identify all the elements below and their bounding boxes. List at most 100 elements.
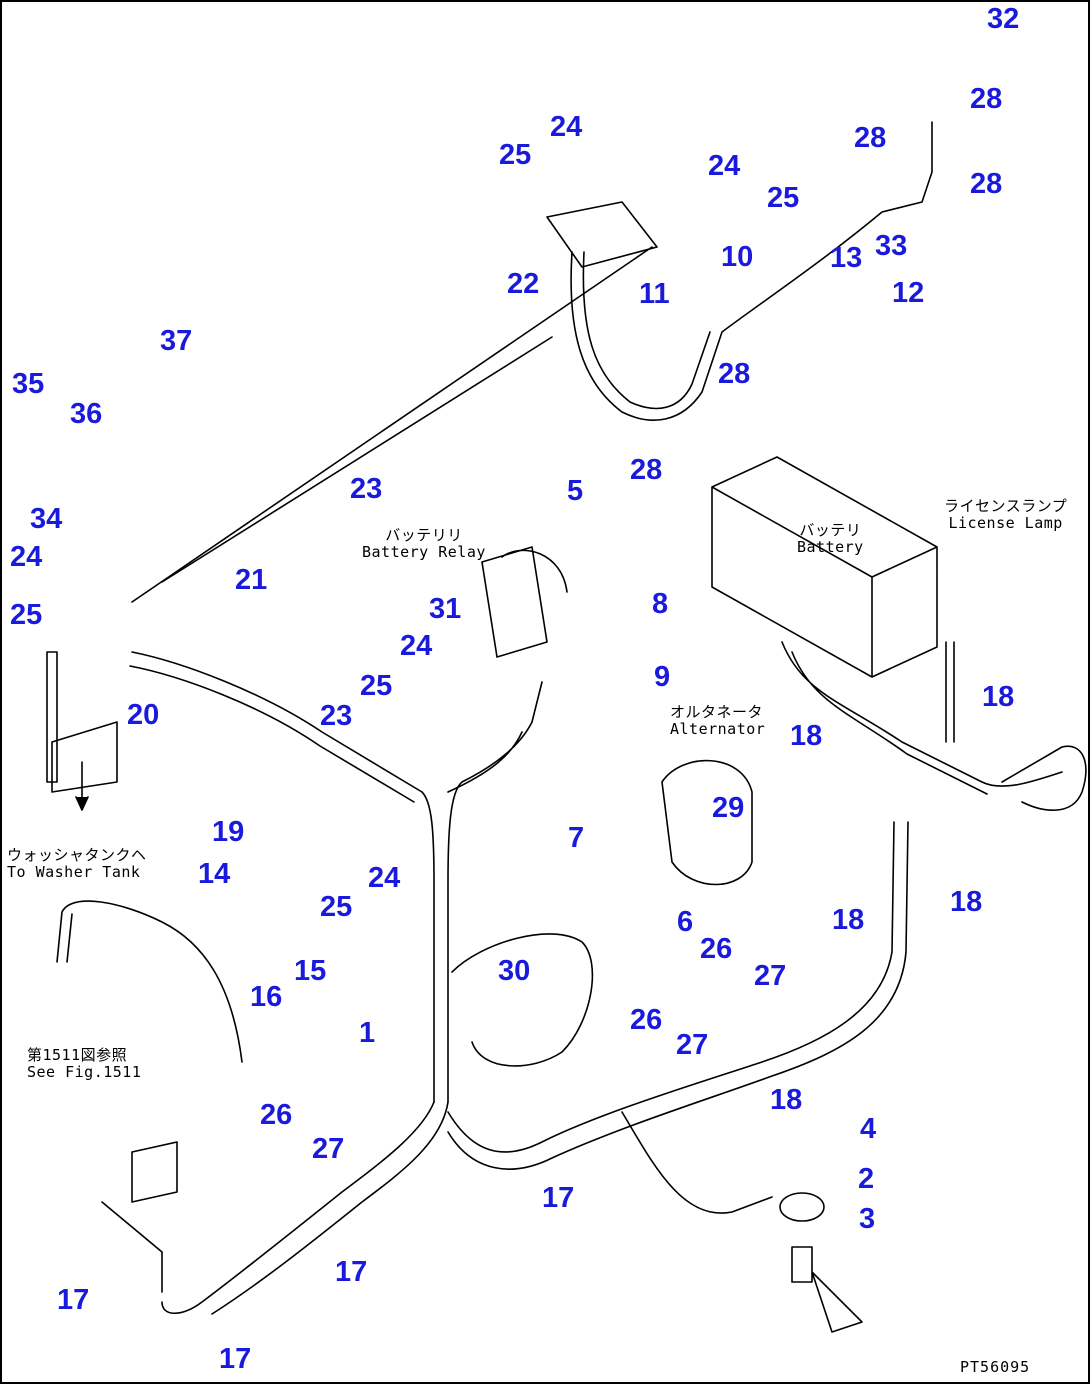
washer-tank-label: ウォッシャタンクヘ To Washer Tank [7, 846, 147, 882]
battery-relay-label-en: Battery Relay [362, 543, 486, 562]
license-lamp-label-en: License Lamp [948, 514, 1063, 533]
license-lamp-label-jp: ライセンスランプ [944, 497, 1068, 515]
diagonal-line-1 [131, 246, 653, 603]
part-number: 17 [542, 1182, 575, 1214]
main-harness-branch-right [447, 681, 543, 793]
part-number: 19 [212, 816, 245, 848]
alternator-body [661, 759, 753, 886]
wire-30-loop [451, 933, 594, 1067]
part-number: 26 [630, 1004, 663, 1036]
part-number: 27 [676, 1029, 709, 1061]
part-number: 18 [950, 886, 983, 918]
part-number: 24 [368, 862, 401, 894]
part-number: 30 [498, 955, 531, 987]
license-lamp-label: ライセンスランプ License Lamp [944, 497, 1068, 533]
upper-harness-plate [546, 201, 658, 268]
part-number: 10 [721, 241, 754, 273]
part-number: 17 [335, 1256, 368, 1288]
battery-relay-label: バッテリリ Battery Relay [362, 526, 486, 562]
battery-label-jp: バッテリ [799, 521, 862, 539]
part-number: 26 [700, 933, 733, 965]
washer-tank-wire [56, 900, 243, 1063]
part-number: 9 [654, 661, 671, 693]
alternator-label-jp: オルタネータ [670, 703, 764, 721]
part-number: 11 [639, 278, 670, 310]
part-number: 24 [550, 111, 583, 143]
part-number: 20 [127, 699, 160, 731]
part-number: 14 [198, 858, 231, 890]
part-number: 1 [359, 1017, 376, 1049]
ground-strap [621, 1111, 773, 1214]
part-number: 18 [790, 720, 823, 752]
lower-harness [161, 1101, 449, 1315]
battery-label: バッテリ Battery [797, 521, 864, 557]
part-number: 4 [860, 1113, 877, 1145]
part-number: 23 [350, 473, 383, 505]
part-number: 24 [10, 541, 43, 573]
part-number: 13 [830, 242, 863, 274]
diagonal-line-2 [161, 336, 553, 583]
horn-bracket [791, 1246, 863, 1333]
see-fig-label-en: See Fig.1511 [27, 1063, 142, 1082]
part-number: 24 [708, 150, 741, 182]
diagram-code: PT56095 [960, 1358, 1031, 1376]
battery-relay-block [481, 546, 568, 658]
part-number: 37 [160, 325, 193, 357]
part-number: 35 [12, 368, 45, 400]
part-number: 32 [987, 3, 1020, 35]
battery-harness [781, 641, 1063, 795]
part-number: 28 [970, 168, 1003, 200]
part-number: 25 [360, 670, 393, 702]
part-number: 18 [982, 681, 1015, 713]
washer-tank-label-jp: ウォッシャタンクヘ [7, 846, 147, 864]
part-number: 18 [770, 1084, 803, 1116]
part-number: 36 [70, 398, 103, 430]
part-number: 23 [320, 700, 353, 732]
see-fig-label-jp: 第1511図参照 [27, 1046, 128, 1064]
part-number: 22 [507, 268, 540, 300]
upper-harness [570, 121, 933, 421]
part-number: 16 [250, 981, 283, 1013]
alternator-label-en: Alternator [670, 720, 766, 739]
part-number: 31 [429, 593, 462, 625]
part-number: 25 [10, 599, 43, 631]
part-number: 18 [832, 904, 865, 936]
part-number: 26 [260, 1099, 293, 1131]
part-number: 34 [30, 503, 63, 535]
part-number: 24 [400, 630, 433, 662]
battery-label-en: Battery [797, 538, 864, 557]
part-number: 25 [320, 891, 353, 923]
part-number: 6 [677, 906, 694, 938]
license-lamp-wire [945, 641, 955, 743]
part-number: 7 [568, 822, 585, 854]
lower-harness-right [447, 821, 909, 1170]
horn-disc [779, 1192, 825, 1222]
main-harness [421, 781, 463, 1103]
connector-cluster [101, 1141, 178, 1293]
part-number: 2 [858, 1163, 875, 1195]
fuse-box [46, 651, 118, 793]
see-fig-label: 第1511図参照 See Fig.1511 [27, 1046, 142, 1082]
main-harness-horizontal [129, 651, 423, 803]
part-number: 25 [499, 139, 532, 171]
part-number: 3 [859, 1203, 876, 1235]
battery-box [711, 456, 938, 678]
part-number: 15 [294, 955, 327, 987]
part-number: 17 [219, 1343, 252, 1375]
part-number: 12 [892, 277, 925, 309]
part-number: 29 [712, 792, 745, 824]
part-number: 8 [652, 588, 669, 620]
part-number: 28 [854, 122, 887, 154]
part-number: 28 [630, 454, 663, 486]
alternator-label: オルタネータ Alternator [670, 703, 766, 739]
part-number: 28 [970, 83, 1003, 115]
washer-tank-label-en: To Washer Tank [7, 863, 141, 882]
part-number: 28 [718, 358, 751, 390]
battery-relay-label-jp: バッテリリ [385, 526, 463, 544]
part-number: 27 [312, 1133, 345, 1165]
washer-tank-arrow [75, 761, 89, 811]
part-number: 21 [235, 564, 268, 596]
part-number: 33 [875, 230, 908, 262]
